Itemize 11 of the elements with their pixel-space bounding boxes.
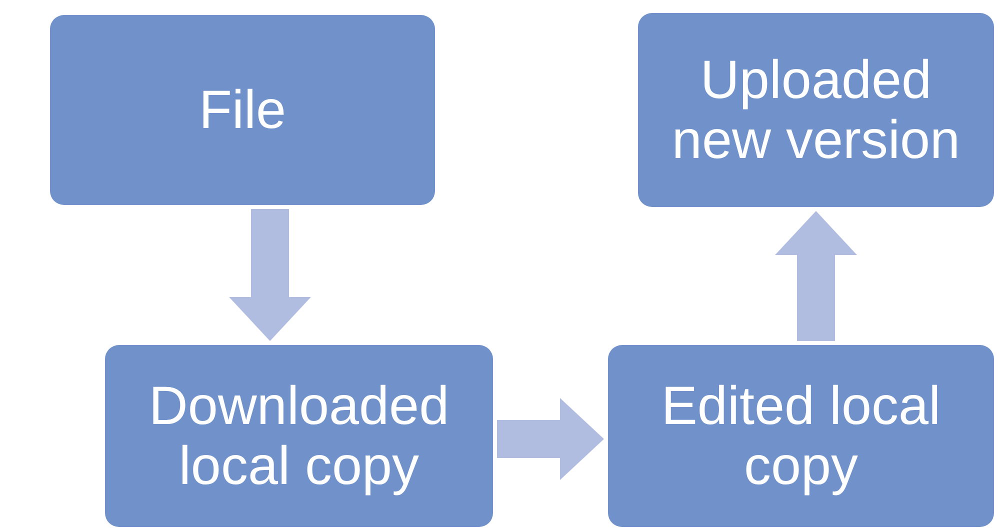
process-box (608, 345, 994, 527)
process-box (638, 13, 994, 207)
box-label: Edited local copy (660, 376, 942, 496)
process-box (105, 345, 493, 527)
block-arrow (775, 211, 857, 341)
block-arrow (229, 209, 311, 341)
box-label: Downloaded local copy (148, 376, 450, 496)
box-label: File (198, 80, 286, 140)
block-arrow (497, 398, 604, 480)
box-label: Uploaded new version (670, 50, 962, 170)
process-box (50, 15, 435, 205)
